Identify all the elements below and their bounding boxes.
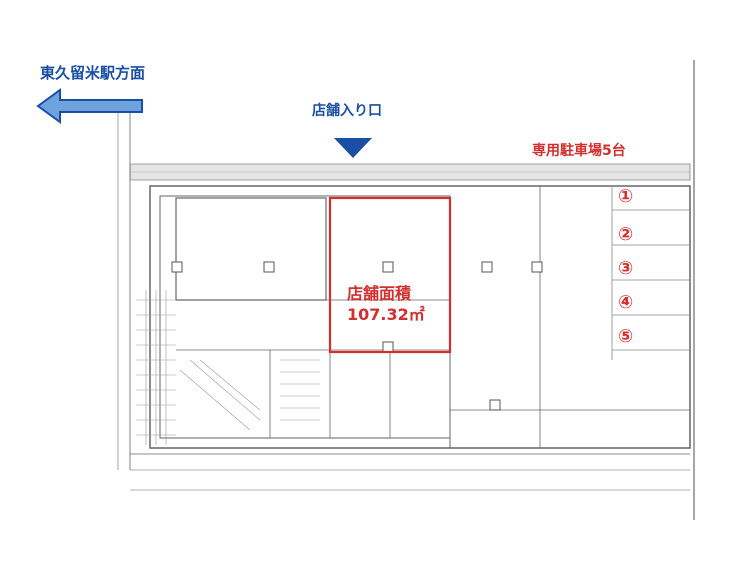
structural-columns (171, 261, 543, 411)
parking-stalls (611, 186, 690, 360)
parking-space-5: ⑤ (618, 326, 634, 347)
interior-grid (136, 290, 320, 445)
store-area-title: 店舗面積 (347, 284, 412, 303)
building-outline (117, 100, 691, 491)
store-area-outline (328, 196, 452, 354)
parking-space-2: ② (618, 224, 634, 245)
entrance-label: 店舗入り口 (312, 103, 382, 119)
store-area-value: 107.32㎡ (347, 305, 425, 324)
parking-space-4: ④ (618, 292, 634, 313)
direction-label: 東久留米駅方面 (40, 64, 146, 82)
parking-label: 専用駐車場5台 (532, 143, 626, 159)
parking-space-1: ① (618, 186, 634, 207)
parking-space-3: ③ (618, 258, 634, 279)
